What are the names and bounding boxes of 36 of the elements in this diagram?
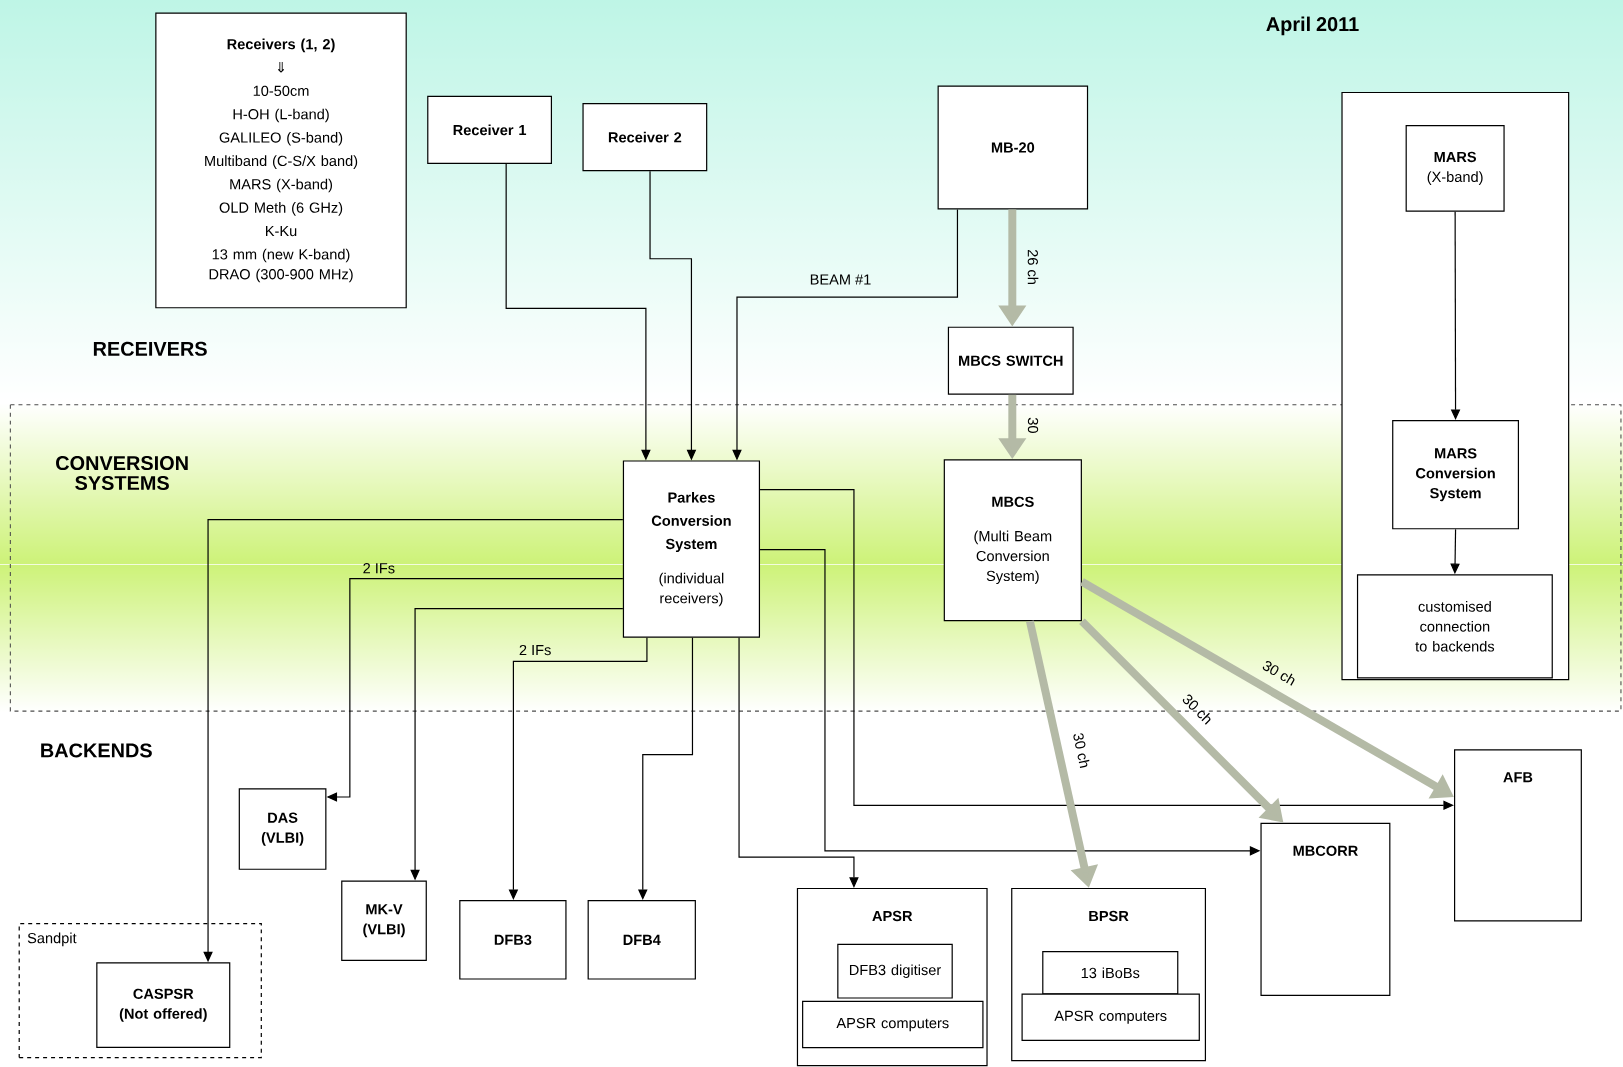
section-label: April 2011 (1266, 16, 1359, 36)
process-box: APSR computers (802, 1000, 984, 1049)
process-box: MARS Conversion System (1392, 419, 1519, 530)
process-box: MBCS (Multi Beam Conversion System) (943, 459, 1082, 622)
process-box: customised connection to backends (1356, 574, 1553, 679)
process-box: 13 iBoBs (1042, 950, 1179, 995)
edge-label: 30 ch (1073, 733, 1090, 768)
process-box: DFB3 (459, 900, 567, 980)
receiver-list-box: Receivers (1, 2) ⇓ 10-50cm H-OH (L-band) GALILEO (S-band) Multiband (C-S/X band) MARS (X-band) OLD Meth (6 GHz) K-Ku 13 mm (new K-band) DRAO (300-900 MHz) (155, 12, 407, 309)
process-box: Receiver 1 (427, 95, 552, 164)
process-box: APSR computers (1021, 993, 1200, 1041)
edge-label: 30 ch (1182, 694, 1211, 725)
process-box: Parkes Conversion System (individual receivers) (622, 460, 761, 638)
edge-label: 2 IFs (363, 563, 395, 574)
process-box: CASPSR (Not offered) (96, 962, 231, 1048)
process-box: AFB (1454, 749, 1582, 922)
edge-label: 26 ch (1027, 249, 1039, 284)
process-box: Receiver 2 (582, 103, 708, 172)
process-box: MK-V (VLBI) (341, 880, 427, 961)
arrow (759, 488, 1454, 810)
edge-label: 30 ch (1262, 660, 1295, 686)
section-label: CONVERSION SYSTEMS (56, 455, 188, 490)
arrow (638, 637, 694, 900)
process-box: MB-20 (937, 85, 1089, 210)
arrow (508, 637, 648, 900)
process-box: DAS (VLBI) (238, 788, 327, 870)
process-box: MBCORR (1260, 822, 1391, 996)
edge-label: 2 IFs (519, 644, 551, 656)
section-label: BACKENDS (41, 743, 152, 758)
process-box: DFB3 digitiser (837, 943, 953, 999)
process-box: MARS (X-band) (1405, 124, 1505, 212)
section-label: RECEIVERS (93, 341, 207, 356)
process-box: DFB4 (587, 900, 696, 980)
edge-label: 30 (1027, 417, 1039, 433)
process-box: MBCS SWITCH (947, 326, 1074, 395)
edge-label: BEAM #1 (810, 274, 871, 285)
